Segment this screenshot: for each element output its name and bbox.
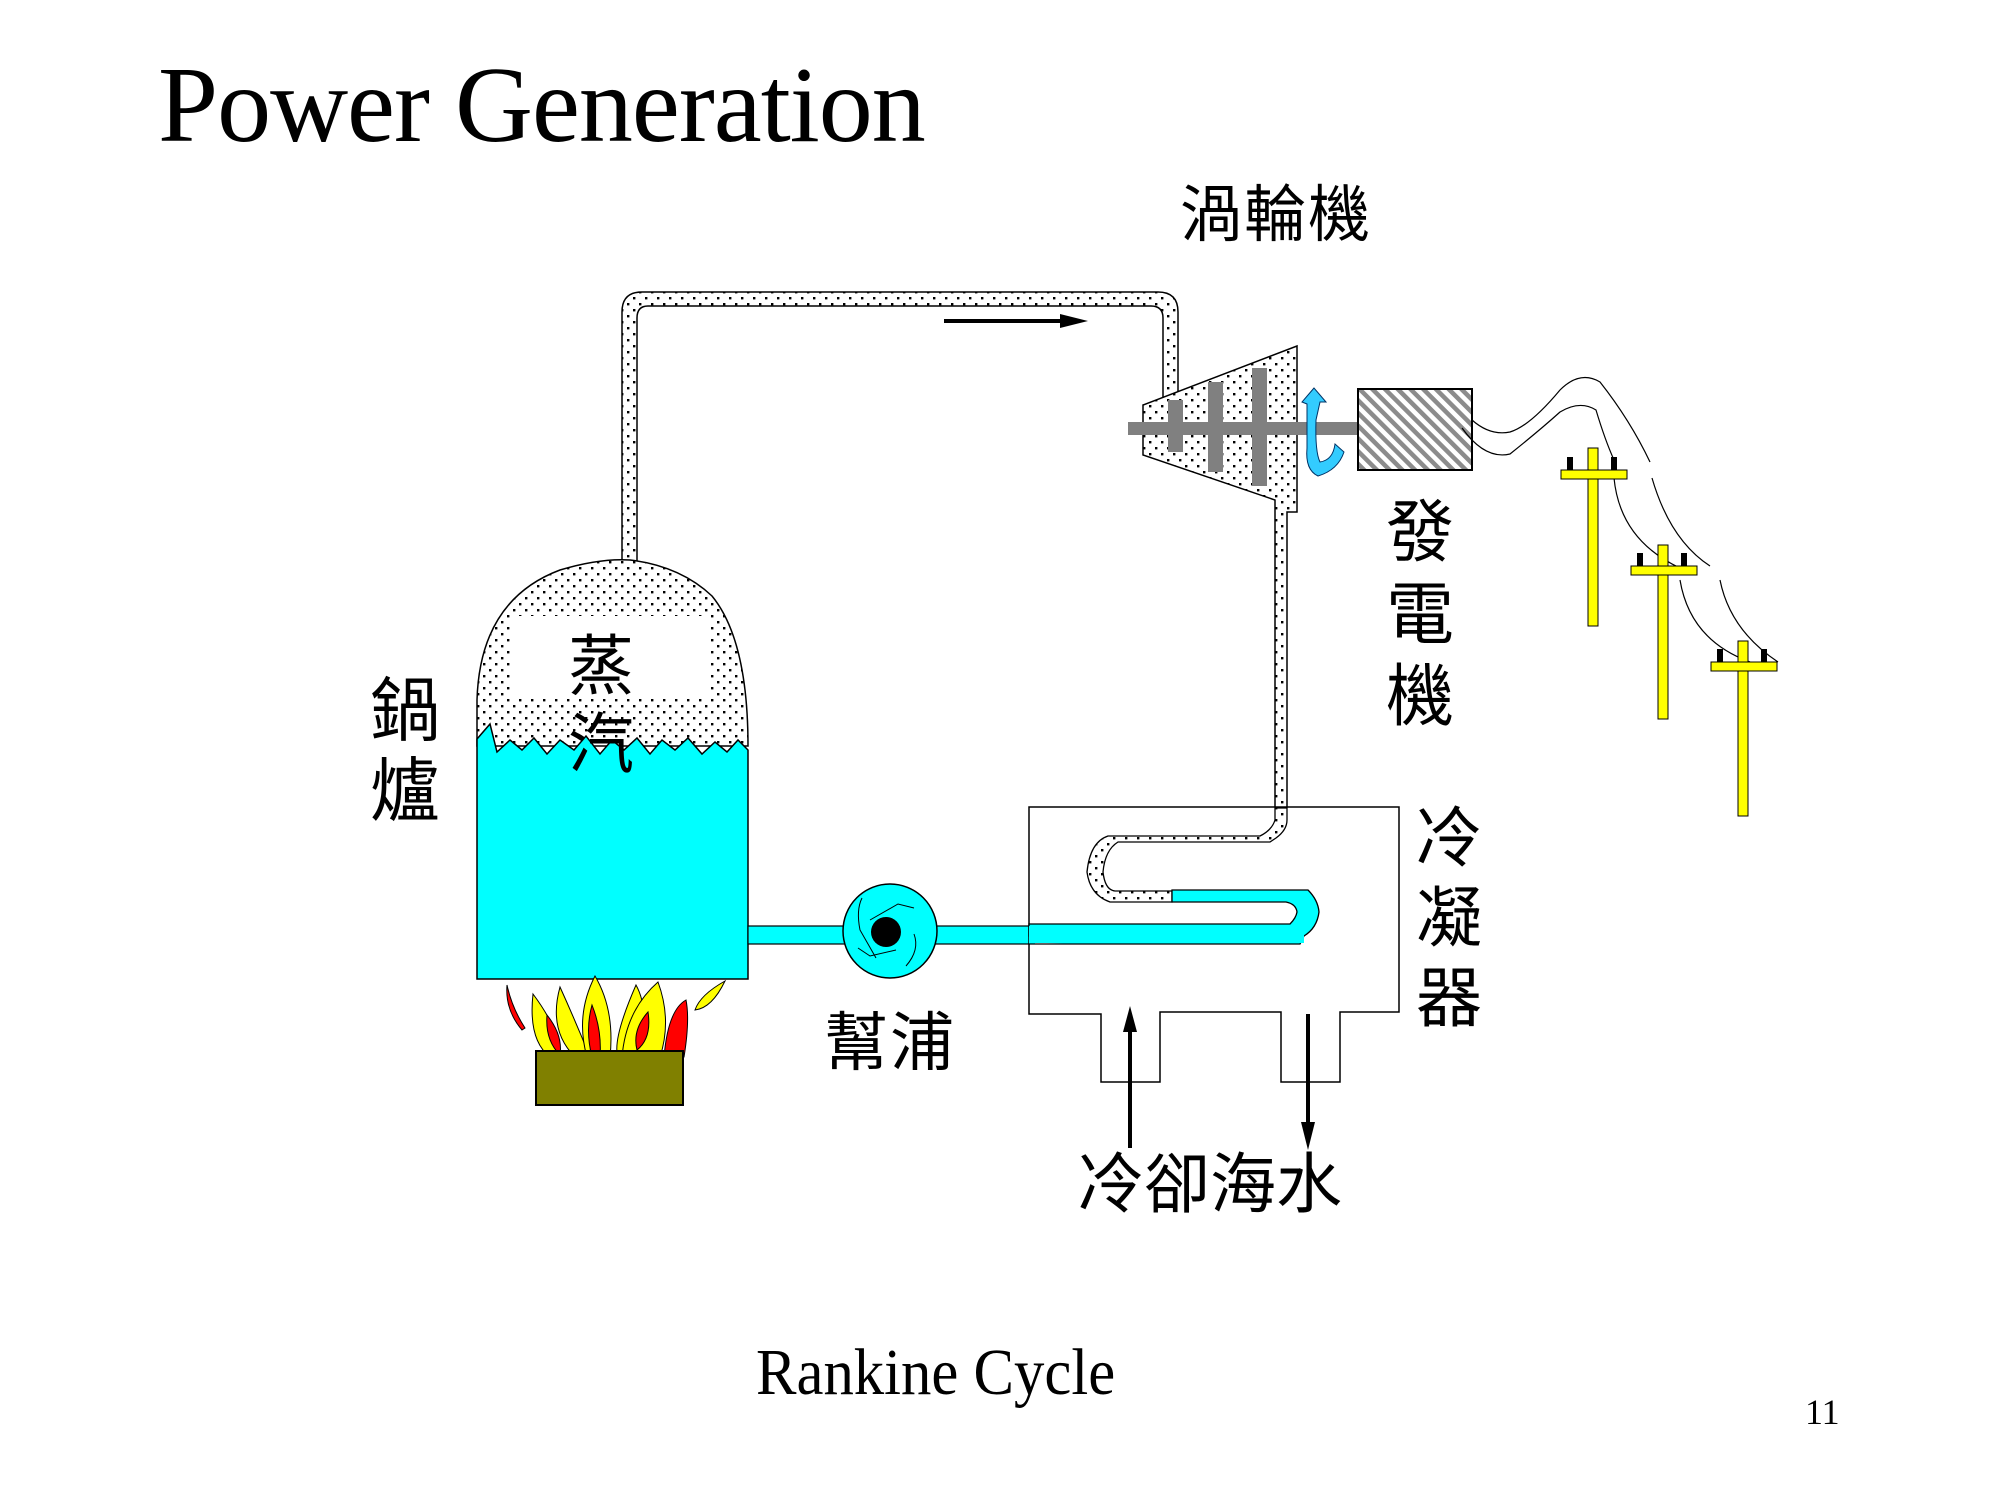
utility-pole: [1710, 640, 1778, 817]
condenser-label-char: 冷: [1416, 800, 1482, 877]
rotation-arrow-icon: [1301, 387, 1345, 477]
boiler: [476, 558, 749, 980]
steam-pipe-upper: [621, 291, 1179, 563]
boiler-label-char: 鍋: [370, 670, 440, 752]
condenser-coil-water: [1028, 889, 1320, 937]
power-lines: [1461, 376, 1779, 663]
pump-label: 幫浦: [824, 1007, 956, 1081]
seawater-outlet-arrow: [1301, 1014, 1315, 1150]
condenser-label-char: 凝: [1416, 880, 1482, 957]
condenser-label: 冷 凝 器: [1416, 806, 1482, 1046]
water-pipe: [747, 925, 859, 945]
steam-label-background: [510, 616, 710, 696]
slide-title: Power Generation: [158, 46, 926, 165]
water-pipe: [931, 925, 1033, 945]
cooling-seawater-label: 冷卻海水: [1078, 1146, 1342, 1223]
condenser-label-char: 器: [1416, 960, 1482, 1037]
pump-icon: [842, 883, 938, 979]
steam-label-char: 汽: [568, 706, 634, 783]
generator-label-char: 機: [1386, 658, 1455, 737]
steam-label-char: 蒸: [568, 628, 634, 705]
condenser-coil-steam: [1086, 807, 1288, 903]
utility-pole: [1560, 447, 1628, 627]
generator-box: [1357, 388, 1473, 471]
burner: [535, 1050, 684, 1106]
turbine-shaft: [1128, 422, 1360, 435]
utility-pole: [1630, 544, 1698, 720]
fire-icon: [506, 974, 727, 1058]
steam-label: 蒸 汽: [568, 634, 634, 790]
flow-arrow-right: [944, 314, 1088, 328]
generator-label: 發 電 機: [1386, 500, 1454, 746]
seawater-inlet-arrow: [1123, 1006, 1137, 1148]
page-number: 11: [1805, 1392, 1840, 1432]
turbine-label: 渦輪機: [1180, 178, 1373, 251]
diagram-caption: Rankine Cycle: [756, 1336, 1116, 1409]
boiler-label: 鍋 爐: [370, 676, 440, 836]
generator-label-char: 電: [1386, 576, 1455, 655]
turbine: [1128, 344, 1360, 809]
generator-label-char: 發: [1386, 494, 1455, 573]
boiler-label-char: 爐: [370, 750, 440, 832]
